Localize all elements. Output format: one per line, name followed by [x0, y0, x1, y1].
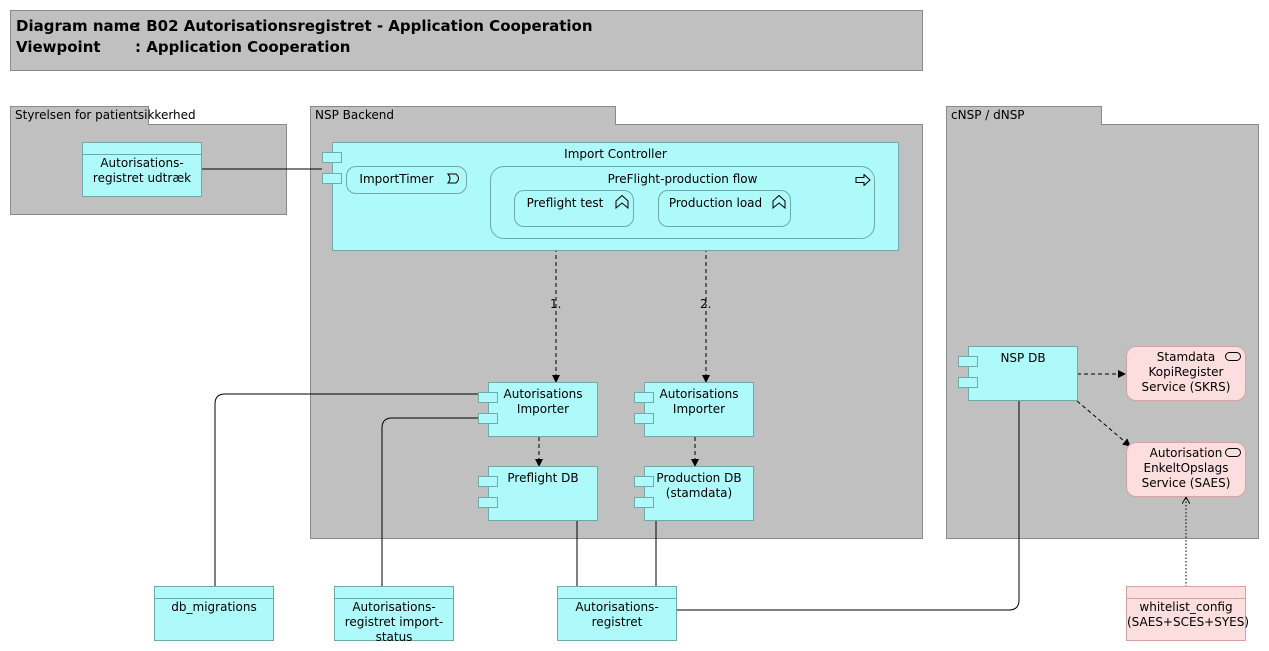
nsp-db-label: NSP DB [1000, 351, 1046, 365]
group-tab-styrelsen[interactable]: Styrelsen for patientsikkerhed [10, 106, 196, 125]
group-tab-cnsp[interactable]: cNSP / dNSP [946, 106, 1102, 125]
registret-line-1: Autorisations- [575, 600, 659, 614]
diagram-name-value: : B02 Autorisationsregistret - Applicati… [135, 17, 593, 35]
component-icon [478, 413, 498, 424]
line-db-migrations-importer [214, 393, 478, 587]
production-db-line-1: Production DB [656, 471, 742, 485]
diagram-name-label: Diagram name [16, 17, 140, 35]
relation-label-1: 1. [550, 297, 562, 311]
group-label-styrelsen: Styrelsen for patientsikkerhed [15, 108, 196, 122]
service-icon [1225, 448, 1241, 457]
registret-line-2: registret [591, 615, 643, 629]
component-nsp-db[interactable]: NSP DB [968, 346, 1078, 401]
component-importer-right[interactable]: Autorisations Importer [644, 382, 754, 437]
diagram-header: Diagram name: B02 Autorisationsregistret… [10, 10, 923, 71]
service-skrs[interactable]: Stamdata KopiRegister Service (SKRS) [1126, 346, 1246, 401]
saes-line-1: Autorisation [1149, 446, 1223, 460]
group-label-cnsp: cNSP / dNSP [951, 108, 1025, 122]
component-icon [634, 392, 654, 403]
relation-label-2: 2. [700, 297, 712, 311]
event-import-timer[interactable]: ImportTimer [346, 166, 467, 194]
line-nsp-db-saes [1076, 400, 1131, 447]
importer-right-line-2: Importer [672, 402, 726, 416]
import-status-line-2: registret import- [344, 615, 444, 629]
saes-line-2: EnkeltOpslags [1143, 461, 1229, 475]
preflight-db-label: Preflight DB [507, 471, 579, 485]
service-icon [1225, 352, 1241, 361]
udtraek-label: Autorisations- registret udtræk [83, 156, 201, 186]
component-icon [478, 392, 498, 403]
skrs-line-2: KopiRegister [1148, 365, 1224, 379]
preflight-test-label: Preflight test [526, 196, 604, 210]
data-object-band [335, 587, 453, 599]
production-db-line-2: (stamdata) [665, 486, 733, 500]
import-controller-label: Import Controller [564, 147, 667, 161]
component-icon [322, 173, 342, 184]
component-icon [958, 377, 978, 388]
whitelist-label: whitelist_config (SAES+SCES+SYES) [1127, 600, 1250, 630]
viewpoint-label: Viewpoint [16, 38, 101, 56]
service-saes[interactable]: Autorisation EnkeltOpslags Service (SAES… [1126, 442, 1246, 497]
group-label-nsp-backend: NSP Backend [315, 108, 394, 122]
data-object-import-status[interactable]: Autorisations- registret import- status [334, 586, 454, 644]
line-import-status-importer [381, 417, 478, 587]
function-icon [615, 195, 629, 209]
process-arrow-icon [855, 174, 871, 186]
importer-right-line-1: Autorisations [659, 387, 739, 401]
production-load-label: Production load [668, 196, 763, 210]
artifact-whitelist-config[interactable]: whitelist_config (SAES+SCES+SYES) [1126, 586, 1250, 641]
data-object-udtraek[interactable]: Autorisations- registret udtræk [82, 142, 202, 197]
component-preflight-db[interactable]: Preflight DB [488, 466, 598, 521]
component-importer-left[interactable]: Autorisations Importer [488, 382, 598, 437]
data-object-band [558, 587, 676, 599]
line-registret-nsp-db [677, 401, 1020, 611]
udtraek-line-2: registret udtræk [92, 171, 192, 185]
import-status-line-1: Autorisations- [352, 600, 436, 614]
component-icon [634, 413, 654, 424]
viewpoint-row: Viewpoint : Application Cooperation [16, 38, 350, 56]
data-object-band [155, 587, 273, 599]
event-icon [447, 173, 459, 184]
import-status-label: Autorisations- registret import- status [335, 600, 453, 645]
component-icon [958, 356, 978, 367]
data-object-band [83, 143, 201, 155]
whitelist-line-2: (SAES+SCES+SYES) [1127, 615, 1250, 629]
whitelist-line-1: whitelist_config [1139, 600, 1233, 614]
importer-left-line-2: Importer [516, 402, 570, 416]
diagram-name-row: Diagram name: B02 Autorisationsregistret… [16, 17, 593, 35]
component-icon [634, 497, 654, 508]
skrs-line-1: Stamdata [1156, 350, 1216, 364]
data-object-db-migrations[interactable]: db_migrations [154, 586, 274, 641]
function-production-load[interactable]: Production load [658, 190, 791, 227]
component-icon [322, 152, 342, 163]
udtraek-line-1: Autorisations- [100, 156, 184, 170]
data-object-band [1127, 587, 1245, 599]
db-migrations-label: db_migrations [171, 600, 257, 614]
viewpoint-value: : Application Cooperation [135, 38, 351, 56]
preflight-flow-label: PreFlight-production flow [607, 172, 758, 186]
data-object-registret[interactable]: Autorisations- registret [557, 586, 677, 641]
importer-left-line-1: Autorisations [503, 387, 583, 401]
registret-label: Autorisations- registret [558, 600, 676, 630]
import-status-line-3: status [375, 630, 413, 644]
function-preflight-test[interactable]: Preflight test [514, 190, 634, 227]
function-icon [772, 195, 786, 209]
component-icon [478, 497, 498, 508]
component-icon [634, 476, 654, 487]
import-timer-label: ImportTimer [359, 172, 434, 186]
group-tab-nsp-backend[interactable]: NSP Backend [310, 106, 616, 125]
component-production-db[interactable]: Production DB (stamdata) [644, 466, 754, 521]
saes-line-3: Service (SAES) [1141, 476, 1231, 490]
skrs-line-3: Service (SKRS) [1141, 380, 1231, 394]
component-icon [478, 476, 498, 487]
